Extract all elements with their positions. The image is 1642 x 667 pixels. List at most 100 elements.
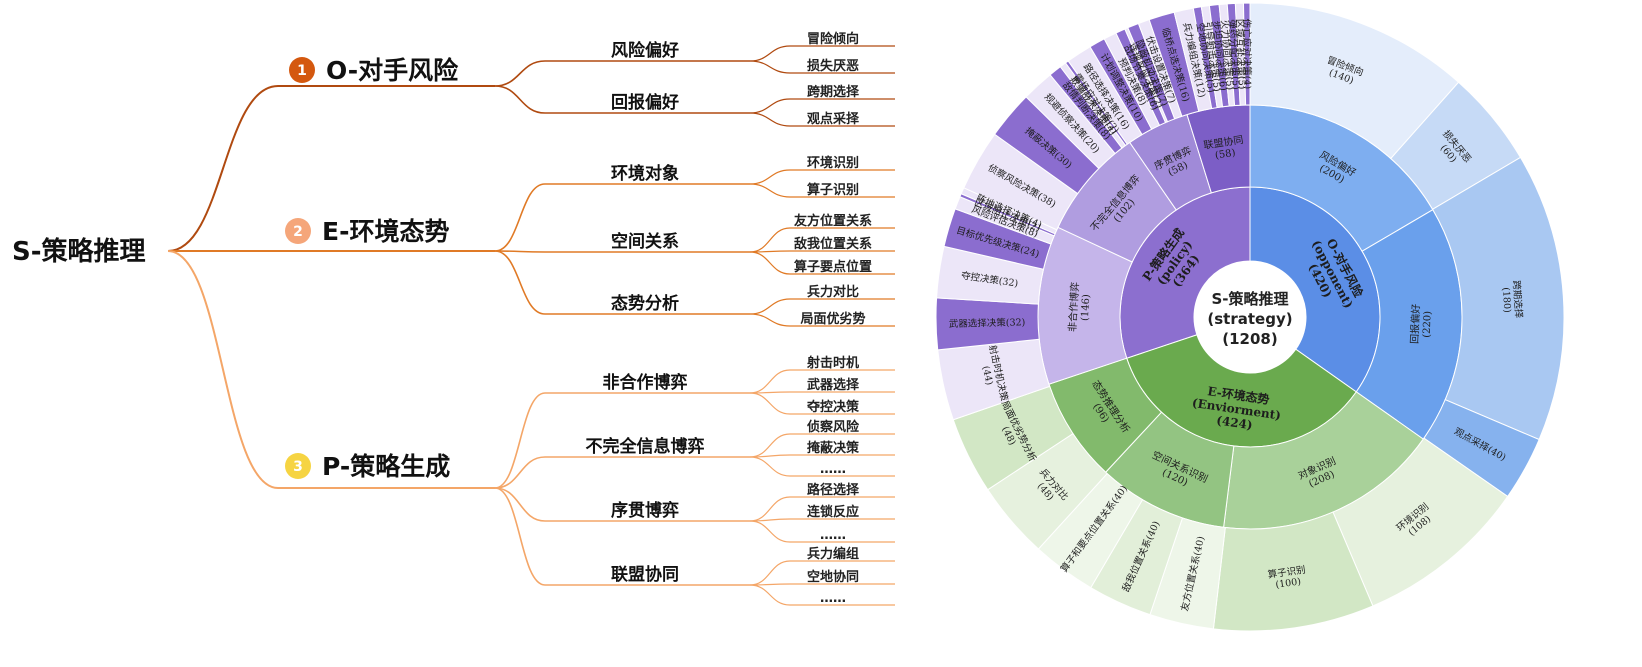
node-to-leaf-connector bbox=[749, 496, 791, 522]
branch-opponent-risk: 1 O-对手风险 bbox=[289, 56, 459, 85]
leaf-ellipsis: …… bbox=[820, 591, 846, 606]
sunburst-label-line: 伤亡应对决策(4) bbox=[1241, 19, 1254, 90]
sunburst-center-subtitle: (strategy) bbox=[1207, 310, 1292, 328]
node-sequential-game: 序贯博弈 bbox=[611, 500, 679, 521]
leaf-operator-keypoint-position: 算子要点位置 bbox=[794, 259, 872, 275]
leaf-path-selection: 路径选择 bbox=[807, 482, 860, 498]
node-reward-preference: 回报偏好 bbox=[611, 92, 679, 113]
leaf-recon-risk: 侦察风险 bbox=[806, 419, 860, 435]
leaf-advantage-disadvantage: 局面优劣势 bbox=[800, 311, 865, 327]
branch-number: 1 bbox=[297, 63, 307, 79]
node-to-leaf-connector bbox=[749, 227, 791, 253]
sunburst-segment-label: 伤亡应对决策(4) bbox=[1241, 19, 1254, 90]
branch-to-node-connector bbox=[494, 487, 546, 586]
node-environment-objects: 环境对象 bbox=[611, 163, 679, 184]
leaf-loss-aversion: 损失厌恶 bbox=[807, 58, 859, 74]
node-to-leaf-connector bbox=[749, 60, 791, 74]
root-to-branch-connector bbox=[167, 85, 279, 252]
branch-to-node-connector bbox=[494, 392, 546, 489]
branch-label: O-对手风险 bbox=[326, 56, 459, 85]
sunburst-center-total: (1208) bbox=[1222, 330, 1277, 348]
node-situation-analysis: 态势分析 bbox=[611, 293, 679, 314]
leaf-enemy-friendly-position: 敌我位置关系 bbox=[794, 236, 872, 252]
sunburst-segment-label: 武器选择决策(32) bbox=[949, 316, 1026, 330]
node-to-leaf-connector bbox=[749, 520, 791, 543]
leaf-weapon-selection: 武器选择 bbox=[807, 377, 860, 393]
node-to-leaf-connector bbox=[749, 433, 791, 458]
sunburst-segment-label: 弹药分配决策(5) bbox=[1226, 19, 1242, 90]
leaf-ellipsis: …… bbox=[820, 462, 846, 477]
leaf-ellipsis: …… bbox=[820, 528, 846, 543]
sunburst-segment bbox=[1242, 2, 1251, 106]
sunburst-segment-label: 跨期选择(180) bbox=[1499, 280, 1524, 320]
sunburst-label-line: (44) bbox=[980, 365, 995, 386]
sunburst-label-line: 弹药分配决策(5) bbox=[1226, 19, 1242, 90]
branch-to-node-connector bbox=[494, 456, 546, 489]
branch-number-badge bbox=[285, 453, 311, 479]
leaf-operator-recognition: 算子识别 bbox=[807, 182, 859, 198]
sunburst-segment-label: 区域互补决策(5) bbox=[1234, 19, 1248, 90]
node-to-leaf-connector bbox=[749, 98, 791, 114]
branch-to-node-connector bbox=[494, 183, 546, 252]
branch-to-node-connector bbox=[494, 250, 546, 315]
mindmap-root-label: S-策略推理 bbox=[12, 236, 146, 267]
branch-to-node-connector bbox=[494, 85, 546, 114]
node-to-leaf-connector bbox=[749, 369, 791, 394]
node-to-leaf-connector bbox=[749, 112, 791, 127]
node-to-leaf-connector bbox=[749, 45, 791, 62]
node-to-leaf-connector bbox=[749, 560, 791, 586]
node-to-leaf-connector bbox=[749, 584, 791, 606]
branch-to-node-connector bbox=[494, 487, 546, 522]
branch-number-badge bbox=[285, 218, 311, 244]
sunburst-label-line: 区域互补决策(5) bbox=[1234, 19, 1248, 90]
leaf-perspective-taking: 观点采择 bbox=[807, 111, 860, 127]
node-coalition-coop: 联盟协同 bbox=[611, 564, 679, 585]
sunburst-label-line: 回报偏好 bbox=[1408, 304, 1423, 345]
leaf-risk-seeking: 冒险倾向 bbox=[807, 31, 859, 47]
sunburst-chart: O-对手风险(opponent)(420)E-环境态势(Enviorment)(… bbox=[935, 2, 1565, 632]
node-to-leaf-connector bbox=[749, 298, 791, 315]
node-to-leaf-connector bbox=[749, 183, 791, 198]
leaf-chain-reaction: 连锁反应 bbox=[807, 504, 859, 520]
leaf-force-comparison: 兵力对比 bbox=[807, 284, 859, 300]
leaf-firing-timing: 射击时机 bbox=[806, 355, 859, 371]
branch-to-node-connector bbox=[494, 250, 546, 253]
leaf-air-ground-coop: 空地协同 bbox=[807, 569, 859, 585]
mindmap: S-策略推理 1 O-对手风险 2 E-环境态势 3 P-策略生成 风险偏好 回… bbox=[12, 31, 895, 606]
branch-number: 2 bbox=[293, 224, 303, 240]
node-risk-preference: 风险偏好 bbox=[611, 40, 679, 61]
leaf-intertemporal-choice: 跨期选择 bbox=[807, 84, 860, 100]
sunburst-label-line: (58) bbox=[1214, 148, 1236, 162]
sunburst-label-line: 武器选择决策(32) bbox=[949, 316, 1026, 330]
sunburst-label-line: (220) bbox=[1422, 311, 1434, 338]
node-to-leaf-connector bbox=[749, 392, 791, 415]
node-incomplete-info-game: 不完全信息博弈 bbox=[586, 436, 705, 457]
branch-label: E-环境态势 bbox=[322, 217, 449, 246]
leaf-concealment-decision: 掩蔽决策 bbox=[807, 440, 860, 456]
node-to-leaf-connector bbox=[749, 169, 791, 185]
leaf-environment-recognition: 环境识别 bbox=[807, 155, 859, 171]
sunburst-label-line: (180) bbox=[1500, 287, 1513, 313]
branch-environment: 2 E-环境态势 bbox=[285, 217, 449, 246]
branch-policy: 3 P-策略生成 bbox=[285, 452, 450, 481]
sunburst-label-line: 算子识别 bbox=[1267, 564, 1306, 581]
root-to-branch-connector bbox=[167, 250, 279, 489]
sunburst-label-line: 跨期选择 bbox=[1510, 280, 1525, 319]
sunburst-arcs bbox=[935, 2, 1565, 632]
node-to-leaf-connector bbox=[749, 251, 791, 275]
sunburst-label-line: (424) bbox=[1215, 413, 1253, 432]
leaf-friendly-position: 友方位置关系 bbox=[794, 213, 872, 229]
sunburst-label-line: (100) bbox=[1275, 576, 1302, 591]
branch-number: 3 bbox=[293, 459, 303, 475]
branch-number-badge bbox=[289, 57, 315, 83]
node-spatial-relations: 空间关系 bbox=[611, 231, 679, 252]
sunburst-segment-label: 回报偏好(220) bbox=[1408, 304, 1434, 345]
branch-label: P-策略生成 bbox=[322, 452, 450, 481]
node-to-leaf-connector bbox=[749, 313, 791, 327]
sunburst-center-title: S-策略推理 bbox=[1211, 290, 1288, 308]
leaf-capture-decision: 夺控决策 bbox=[806, 399, 860, 415]
leaf-force-grouping: 兵力编组 bbox=[807, 546, 859, 562]
mindmap-connectors bbox=[167, 45, 895, 606]
sunburst-segment-label: 算子识别(100) bbox=[1267, 564, 1308, 592]
